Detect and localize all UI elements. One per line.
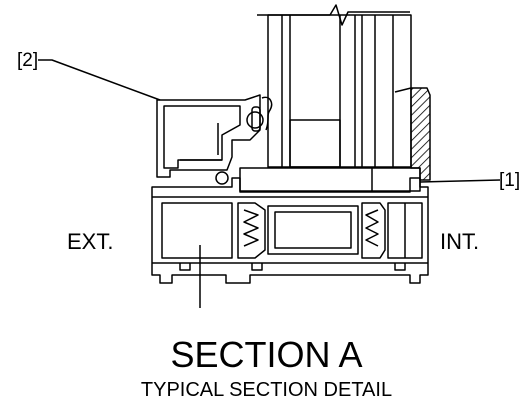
callout-1-label: [1] <box>499 170 521 191</box>
frame-profile <box>151 177 429 284</box>
glazing-bead <box>156 94 273 185</box>
callout-2-label: [2] <box>17 50 39 71</box>
setting-block <box>239 167 421 192</box>
glass-unit <box>267 14 412 168</box>
section-subtitle: TYPICAL SECTION DETAIL <box>140 379 393 401</box>
exterior-label: EXT. <box>67 229 114 254</box>
leader-lines <box>38 59 501 308</box>
section-title: SECTION A <box>170 334 363 375</box>
interior-gasket <box>394 87 431 181</box>
interior-label: INT. <box>440 229 480 254</box>
